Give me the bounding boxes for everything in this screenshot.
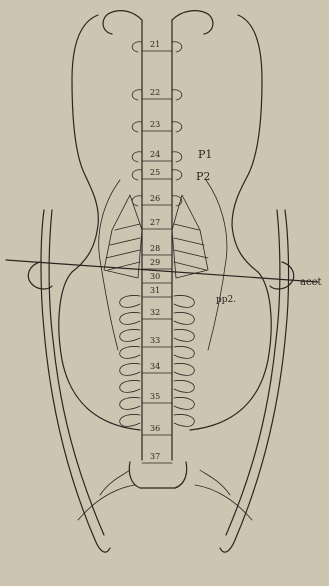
vertebra-number: 33 [150,336,160,345]
vertebra-number: 36 [150,424,160,433]
vertebra-number: 31 [150,286,160,295]
rib [120,329,140,341]
vertebra-number: 26 [150,194,160,203]
rib [120,295,140,307]
rib [120,363,140,375]
rib [174,363,194,375]
vertebra-number: 30 [150,272,160,281]
vertebra-number: 28 [150,244,160,253]
vertebra-number: 29 [150,258,160,267]
rib [174,295,194,307]
vertebra-number: 32 [150,308,160,317]
rib [120,397,140,409]
rib [120,312,140,324]
vertebra-number: 22 [150,88,160,97]
vertebra-number: 23 [150,120,160,129]
pelvic-outline [59,15,271,430]
terminal-vertebra [129,462,186,488]
label-p1: P1 [198,148,212,161]
vertebra-number: 37 [150,452,160,461]
vertebra-number: 24 [150,150,160,159]
rib [174,346,194,358]
label-acet: acet [300,277,322,288]
spinal-column: 21 22 23 24 25 26 27 28 29 30 31 32 33 34 35 36 37 [103,11,213,488]
vertebra-number: 34 [150,362,160,371]
ischial-bones [41,210,289,552]
vertebra-number: 25 [150,168,160,177]
rib [120,346,140,358]
label-pp2: pp2. [216,295,236,305]
rib [174,312,194,324]
acetabulum-marks [28,262,293,289]
label-p2: P2 [196,170,210,183]
acetabular-line [6,260,318,282]
vertebra-number: 35 [150,392,160,401]
rib [120,380,140,392]
vertebra-number: 27 [150,218,160,227]
rib [120,414,140,426]
rib [174,397,194,409]
lower-outline [78,470,252,520]
rib [174,414,194,426]
vertebra-number: 21 [150,40,160,49]
rib [174,380,194,392]
cervical-cap [103,11,213,34]
rib [174,329,194,341]
